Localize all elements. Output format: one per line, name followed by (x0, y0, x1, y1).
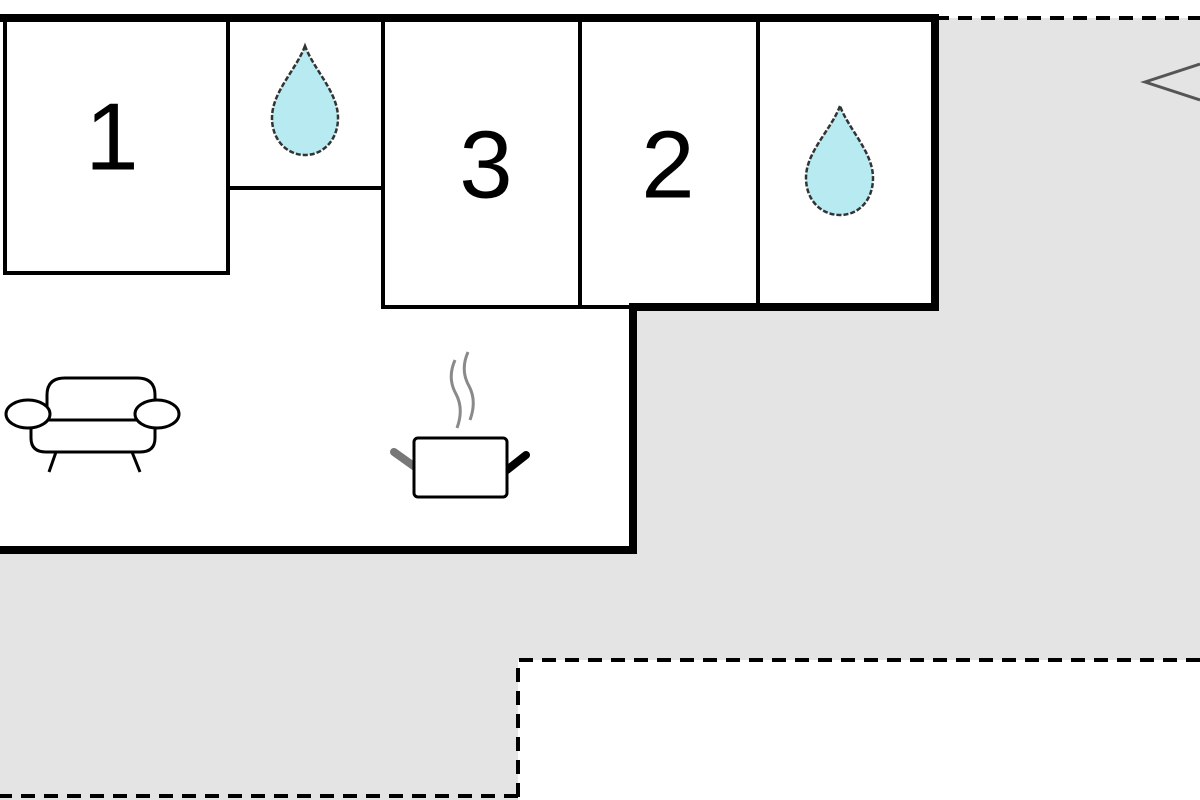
outdoor-area (0, 18, 1200, 800)
sofa-icon (4, 376, 181, 473)
interior-walls (3, 22, 760, 309)
room-number-3: 3 (459, 111, 512, 218)
compass-arrow-icon (1140, 62, 1200, 102)
room-number-2: 2 (641, 111, 694, 218)
room-number-1: 1 (85, 83, 138, 190)
water-drop-icon (804, 102, 875, 217)
cooking-pot-icon (390, 351, 530, 499)
outer-wall (0, 14, 939, 554)
outdoor-boundary (0, 16, 1200, 800)
water-drop-icon (270, 42, 340, 157)
